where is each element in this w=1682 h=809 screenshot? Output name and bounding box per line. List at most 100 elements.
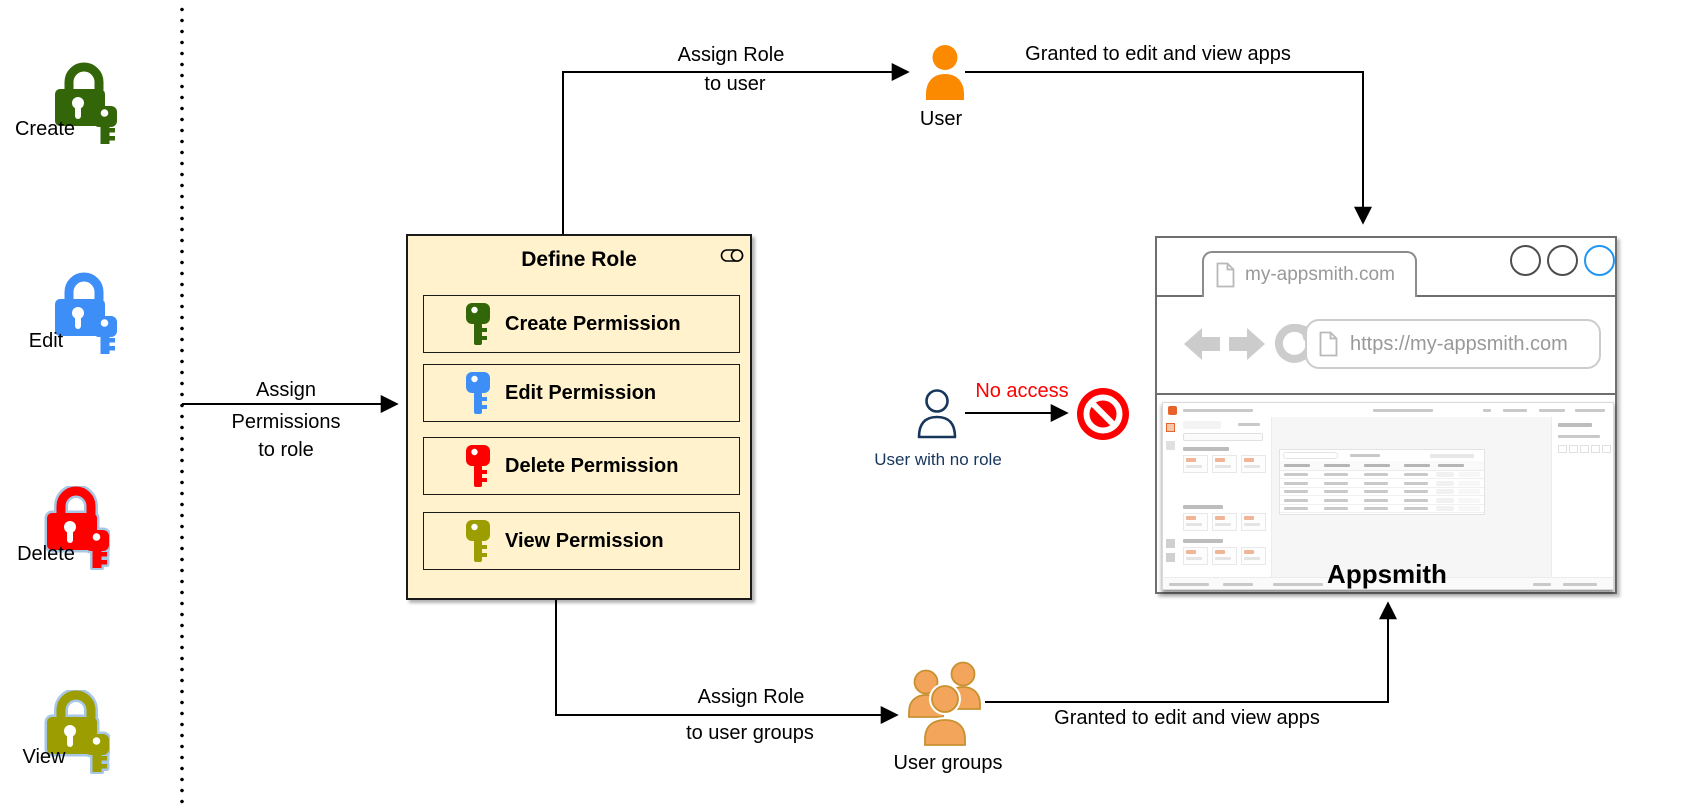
mock-shape bbox=[1284, 498, 1308, 502]
user-no-role-icon bbox=[914, 389, 960, 439]
mock-shape bbox=[1404, 498, 1428, 502]
mock-shape bbox=[1458, 497, 1480, 503]
mock-shape bbox=[1280, 503, 1484, 505]
mock-shape bbox=[1436, 480, 1454, 486]
forward-icon bbox=[1227, 326, 1267, 362]
mock-shape bbox=[1458, 480, 1480, 486]
arrow-assign-role-groups bbox=[555, 600, 899, 724]
granted-bottom-label: Granted to edit and view apps bbox=[1054, 707, 1320, 729]
screenshot-canvas bbox=[1272, 417, 1551, 577]
mock-shape bbox=[1436, 506, 1454, 512]
mock-shape bbox=[1183, 421, 1221, 429]
mock-shape bbox=[1215, 557, 1231, 560]
user-groups-icon bbox=[905, 655, 987, 747]
mock-shape bbox=[1430, 454, 1474, 458]
mock-shape bbox=[1215, 458, 1225, 462]
user-groups-label: User groups bbox=[893, 752, 1003, 774]
mock-shape bbox=[1458, 472, 1480, 477]
permission-label: Edit Permission bbox=[505, 381, 657, 404]
appsmith-label: Appsmith bbox=[1327, 559, 1447, 589]
mock-shape bbox=[1283, 452, 1338, 459]
mock-shape bbox=[1404, 481, 1428, 485]
mock-shape bbox=[1280, 495, 1484, 497]
mock-shape bbox=[1436, 489, 1454, 495]
mock-shape bbox=[1186, 523, 1202, 526]
mock-shape bbox=[1324, 473, 1348, 476]
mock-shape bbox=[1166, 539, 1175, 548]
mock-shape bbox=[1186, 465, 1202, 468]
legend-label-view: View bbox=[22, 746, 66, 768]
mock-shape bbox=[1324, 464, 1350, 467]
define-role-title: Define Role bbox=[521, 248, 637, 271]
screenshot-left-rail bbox=[1163, 417, 1179, 577]
mock-shape bbox=[1404, 464, 1430, 467]
mock-shape bbox=[1166, 441, 1175, 450]
permission-label: Create Permission bbox=[505, 312, 681, 335]
arrow-user-to-browser bbox=[965, 71, 1372, 225]
mock-shape bbox=[1580, 445, 1589, 453]
mock-shape bbox=[1436, 497, 1454, 503]
arrow-groups-to-browser bbox=[985, 601, 1397, 703]
mock-shape bbox=[1591, 445, 1600, 453]
mock-shape bbox=[1436, 472, 1454, 477]
mock-shape bbox=[1364, 490, 1388, 494]
mock-shape bbox=[1244, 550, 1254, 554]
mock-shape bbox=[1183, 433, 1263, 441]
permission-label: Delete Permission bbox=[505, 454, 679, 477]
mock-shape bbox=[1364, 464, 1390, 467]
mock-shape bbox=[1284, 490, 1308, 494]
page-icon bbox=[1216, 262, 1235, 288]
mock-shape bbox=[1244, 465, 1260, 468]
permission-item-edit: Edit Permission bbox=[423, 364, 740, 422]
collapse-toggle-icon bbox=[720, 248, 744, 263]
assign-permissions-line2: Permissions bbox=[231, 411, 341, 433]
mock-shape bbox=[1404, 473, 1428, 476]
mock-shape bbox=[1364, 507, 1388, 511]
mock-shape bbox=[1575, 409, 1605, 412]
back-icon bbox=[1182, 326, 1222, 362]
mock-shape bbox=[1364, 498, 1388, 502]
mock-shape bbox=[1373, 409, 1433, 412]
mock-shape bbox=[1563, 583, 1597, 586]
browser-tab-title: my-appsmith.com bbox=[1245, 264, 1395, 285]
assign-role-groups-line2: to user groups bbox=[686, 722, 814, 744]
appsmith-screenshot: Appsmith bbox=[1162, 402, 1614, 590]
permission-item-delete: Delete Permission bbox=[423, 437, 740, 495]
user-no-role-label: User with no role bbox=[874, 450, 1002, 469]
mock-shape bbox=[1186, 516, 1196, 520]
mock-shape bbox=[1183, 505, 1223, 509]
mock-shape bbox=[1186, 458, 1196, 462]
mock-shape bbox=[1280, 478, 1484, 479]
mock-shape bbox=[1324, 481, 1348, 485]
mock-shape bbox=[1183, 409, 1253, 412]
assign-permissions-line3: to role bbox=[258, 439, 314, 461]
assign-permissions-line1: Assign bbox=[255, 379, 317, 401]
page-icon bbox=[1319, 331, 1338, 357]
mock-shape bbox=[1215, 465, 1231, 468]
mock-shape bbox=[1350, 454, 1380, 457]
mock-shape bbox=[1280, 486, 1484, 488]
legend-label-create: Create bbox=[14, 118, 76, 140]
create-key-icon bbox=[464, 301, 493, 348]
mock-shape bbox=[1404, 507, 1428, 511]
mock-shape bbox=[1244, 516, 1254, 520]
mock-shape bbox=[1324, 507, 1348, 511]
browser-window: my-appsmith.com bbox=[1155, 236, 1617, 594]
mock-shape bbox=[1364, 473, 1388, 476]
legend-label-edit: Edit bbox=[28, 330, 64, 352]
mock-shape bbox=[1244, 458, 1254, 462]
mock-shape bbox=[1273, 583, 1323, 586]
legend-label-delete: Delete bbox=[17, 543, 75, 565]
mock-shape bbox=[1503, 409, 1527, 412]
arrow-assign-role-user bbox=[562, 63, 910, 234]
mock-shape bbox=[1284, 473, 1308, 476]
mock-shape bbox=[1558, 423, 1592, 427]
mock-shape bbox=[1284, 481, 1308, 485]
screenshot-topbar bbox=[1163, 403, 1613, 418]
define-role-box: Define Role Create Permission Edit Permi… bbox=[406, 234, 752, 600]
view-lock-icon bbox=[44, 690, 110, 774]
mock-shape bbox=[1280, 512, 1484, 514]
no-access-label: No access bbox=[975, 380, 1069, 402]
